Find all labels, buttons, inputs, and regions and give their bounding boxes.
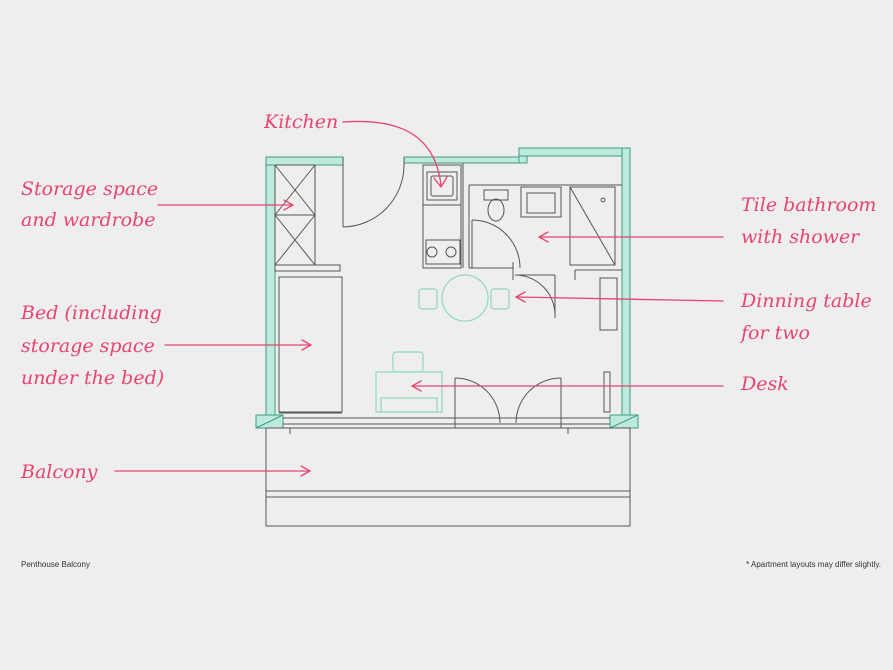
dining-chair-right xyxy=(490,288,510,310)
dining-chair-left xyxy=(418,288,438,310)
desk-label: Desk xyxy=(741,373,789,395)
right-wall xyxy=(621,147,631,420)
bed-label-line3: under the bed) xyxy=(21,367,165,389)
closet-door xyxy=(514,274,556,316)
bathroom-label-line2: with shower xyxy=(741,226,860,248)
bathroom-label-line1: Tile bathroom xyxy=(741,194,877,216)
kitchen-arrow xyxy=(342,120,442,186)
cabinet xyxy=(599,277,618,331)
bed-label-line1: Bed (including xyxy=(21,302,162,324)
interior-lines xyxy=(265,157,631,527)
dining-label-line1: Dinning table xyxy=(741,290,872,312)
desk-chair xyxy=(392,351,424,373)
left-wall xyxy=(265,156,276,420)
sink xyxy=(426,171,458,201)
toilet xyxy=(487,198,505,222)
radiator xyxy=(603,371,611,413)
kitchen-label: Kitchen xyxy=(264,111,339,133)
shelf xyxy=(274,264,341,272)
hob-burner xyxy=(426,246,438,258)
bed-label-line2: storage space xyxy=(21,335,155,357)
dining-arrow xyxy=(516,296,724,302)
shower xyxy=(569,186,616,266)
balcony-label: Balcony xyxy=(21,461,98,483)
storage-label-line2: and wardrobe xyxy=(21,209,156,231)
plan-caption: Penthouse Balcony xyxy=(21,560,90,569)
balcony xyxy=(265,427,631,527)
dining-table xyxy=(441,274,489,322)
disclaimer: * Apartment layouts may differ slightly. xyxy=(746,560,881,569)
top-wall-right xyxy=(518,147,631,157)
annotation-arrows xyxy=(114,120,724,477)
toilet-tank xyxy=(483,189,509,201)
columns xyxy=(255,414,639,429)
top-wall-kitchen xyxy=(403,156,520,164)
bathroom-sink xyxy=(520,186,562,218)
kitchen-counter xyxy=(422,164,462,269)
storage-label-line1: Storage space xyxy=(21,178,159,200)
dining-label-line2: for two xyxy=(741,322,810,344)
furniture xyxy=(375,274,510,413)
top-wall-left xyxy=(265,156,344,166)
exterior-walls xyxy=(265,147,631,420)
desk xyxy=(375,371,443,413)
